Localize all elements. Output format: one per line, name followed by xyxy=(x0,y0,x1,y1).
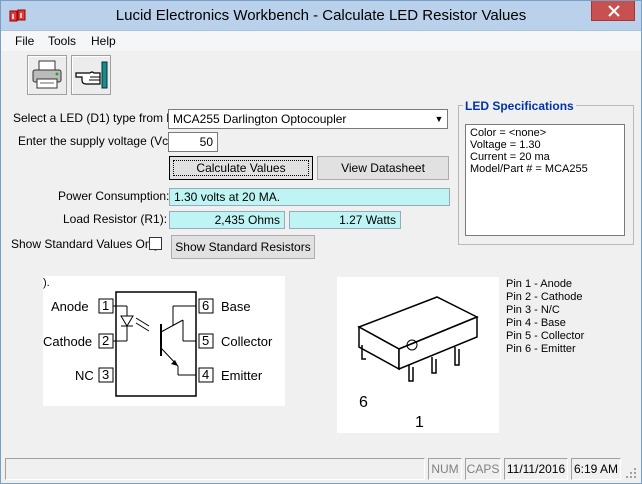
package-svg: 6 1 xyxy=(357,296,479,431)
pin-num-3: 3 xyxy=(102,367,109,382)
pointer-button[interactable] xyxy=(71,55,111,95)
pin-label-base: Base xyxy=(221,299,251,314)
pin-list-item: Pin 3 - N/C xyxy=(506,304,560,316)
menu-bar: File Tools Help xyxy=(1,31,641,51)
title-bar[interactable]: Lucid Electronics Workbench - Calculate … xyxy=(1,1,641,31)
spec-current: Current = 20 ma xyxy=(470,151,550,163)
dip6-package-image: 6 1 xyxy=(337,277,499,433)
pin-label-cathode: Cathode xyxy=(43,334,92,349)
pin-num-5: 5 xyxy=(202,333,209,348)
pin-num-2: 2 xyxy=(102,333,109,348)
pin-label-emitter: Emitter xyxy=(221,368,263,383)
diagram-corner-mark: ). xyxy=(43,277,50,289)
toolbar xyxy=(1,51,641,101)
resistor-watts-value: 1.27 Watts xyxy=(289,211,401,229)
power-consumption-value: 1.30 volts at 20 MA. xyxy=(169,188,450,206)
power-label: Power Consumption: xyxy=(58,189,170,203)
pin-list-item: Pin 1 - Anode xyxy=(506,278,573,290)
spec-color: Color = <none> xyxy=(470,127,547,139)
app-logo-icon xyxy=(9,9,26,22)
resistor-ohms-value: 2,435 Ohms xyxy=(169,211,285,229)
pin-label-anode: Anode xyxy=(51,299,89,314)
num-lock-indicator: NUM xyxy=(428,458,462,480)
pin-num-1: 1 xyxy=(102,298,109,313)
close-icon xyxy=(608,5,620,17)
pin-num-4: 4 xyxy=(202,367,209,382)
package-label-6: 6 xyxy=(359,394,368,411)
pinout-diagram: ). 1 2 3 6 5 4 Anode Cathode NC Base Col… xyxy=(43,276,285,406)
menu-help[interactable]: Help xyxy=(91,34,116,48)
pin-num-6: 6 xyxy=(202,298,209,313)
pin-list-item: Pin 2 - Cathode xyxy=(506,291,583,303)
led-type-value: MCA255 Darlington Optocoupler xyxy=(173,112,347,126)
pin-list-item: Pin 6 - Emitter xyxy=(506,343,576,355)
pinout-svg: ). 1 2 3 6 5 4 Anode Cathode NC Base Col… xyxy=(43,277,273,397)
view-datasheet-button[interactable]: View Datasheet xyxy=(317,156,449,180)
print-button[interactable] xyxy=(27,55,67,95)
status-date: 11/11/2016 xyxy=(504,458,568,480)
vcc-input[interactable]: 50 xyxy=(168,132,218,152)
window-title: Lucid Electronics Workbench - Calculate … xyxy=(115,7,527,24)
pin-list-item: Pin 4 - Base xyxy=(506,317,566,329)
status-message-panel xyxy=(5,458,425,480)
spec-model: Model/Part # = MCA255 xyxy=(470,163,588,175)
pin-list: Pin 1 - Anode Pin 2 - Cathode Pin 3 - N/… xyxy=(506,278,584,356)
calculate-values-button[interactable]: Calculate Values xyxy=(169,156,313,180)
std-values-label: Show Standard Values Only xyxy=(11,237,161,251)
led-select-label: Select a LED (D1) type from list: xyxy=(13,111,185,125)
status-time: 6:19 AM xyxy=(571,458,621,480)
vcc-label: Enter the supply voltage (Vcc): xyxy=(18,134,182,148)
status-bar: NUM CAPS 11/11/2016 6:19 AM xyxy=(1,455,641,483)
chevron-down-icon[interactable]: ▼ xyxy=(430,110,447,128)
pin-label-nc: NC xyxy=(75,368,94,383)
menu-file[interactable]: File xyxy=(15,34,35,48)
std-values-checkbox[interactable] xyxy=(149,237,162,250)
hand-pointer-icon xyxy=(75,61,108,89)
pin-list-item: Pin 5 - Collector xyxy=(506,330,585,342)
resistor-label: Load Resistor (R1): xyxy=(63,212,168,226)
close-button[interactable] xyxy=(591,1,635,21)
show-standard-resistors-button[interactable]: Show Standard Resistors xyxy=(171,235,315,259)
package-label-1: 1 xyxy=(415,414,424,431)
resize-grip-icon[interactable] xyxy=(625,467,637,479)
spec-voltage: Voltage = 1.30 xyxy=(470,139,541,151)
led-specifications-box: Color = <none> Voltage = 1.30 Current = … xyxy=(465,124,625,236)
led-type-select[interactable]: MCA255 Darlington Optocoupler ▼ xyxy=(168,109,448,129)
led-specifications-title: LED Specifications xyxy=(463,99,576,113)
pin-label-collector: Collector xyxy=(221,334,273,349)
printer-icon xyxy=(32,60,62,89)
caps-lock-indicator: CAPS xyxy=(465,458,501,480)
menu-tools[interactable]: Tools xyxy=(48,34,77,48)
